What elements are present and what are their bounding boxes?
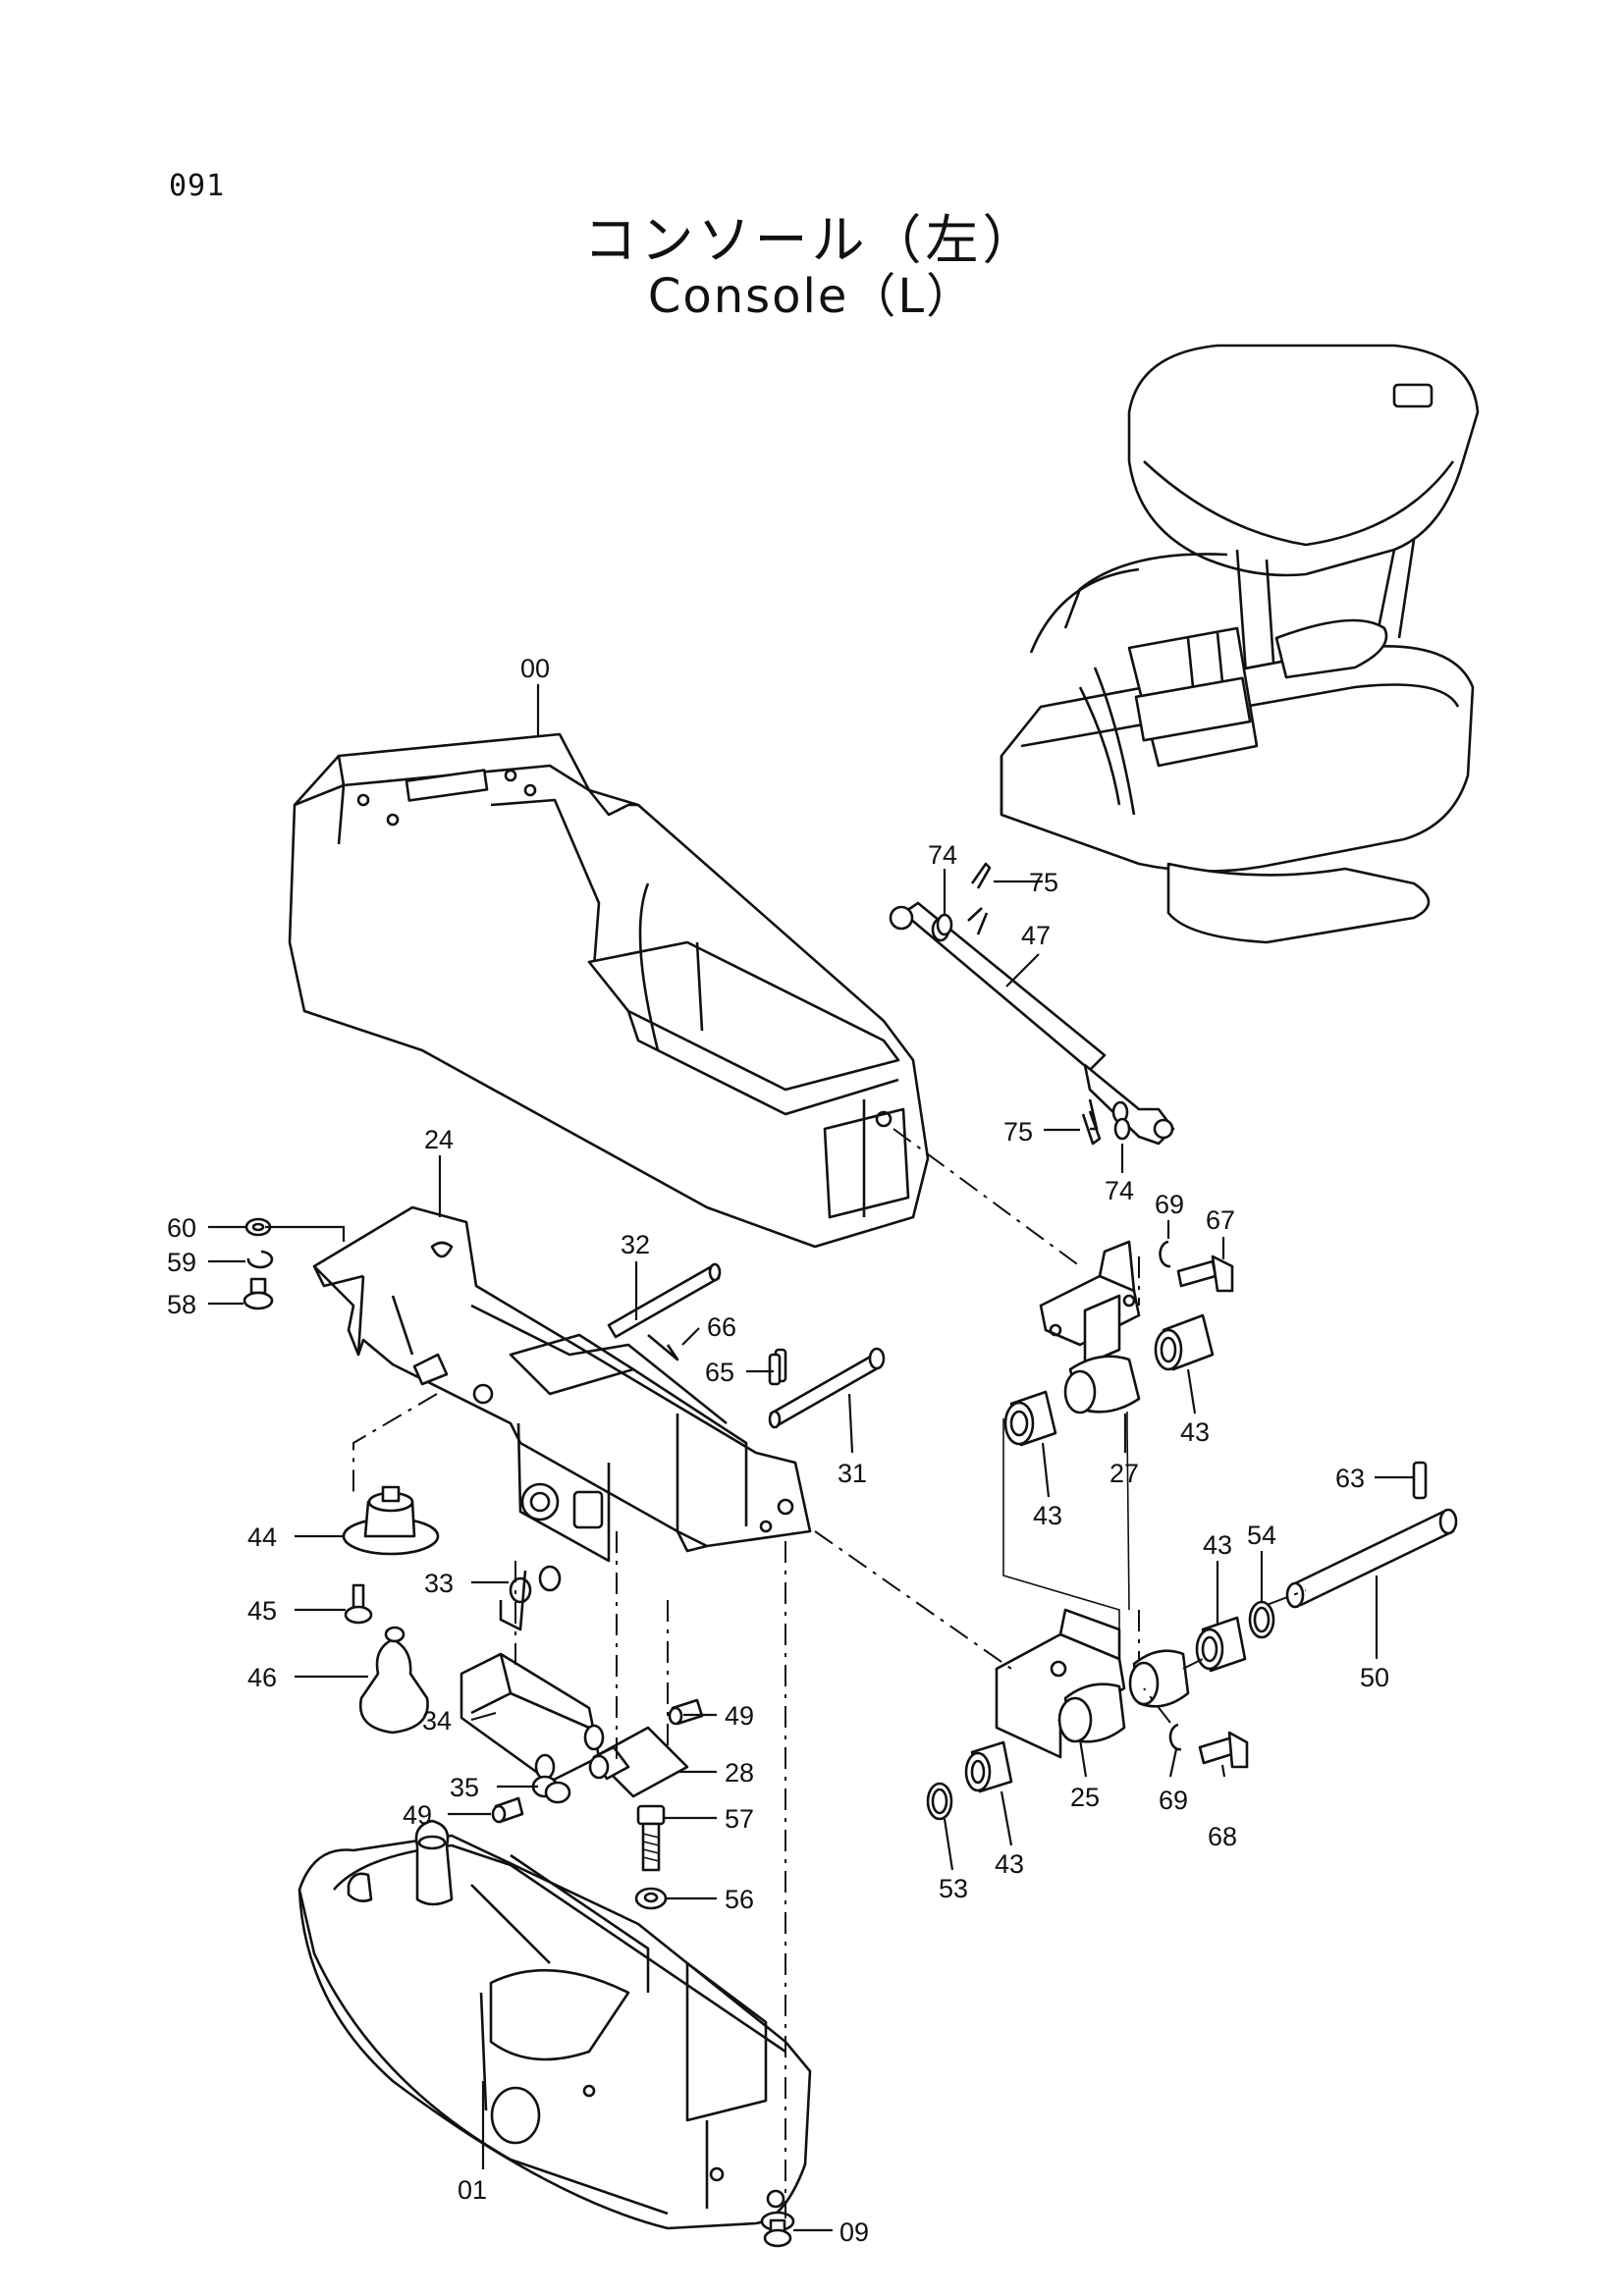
part-63-pin: [1412, 1461, 1428, 1500]
part-65-pin: [768, 1353, 782, 1386]
part-43-bushing-3: [1195, 1616, 1247, 1673]
callout-54: 54: [1247, 1521, 1276, 1550]
callout-69-a: 69: [1155, 1190, 1184, 1219]
diagram-title-japanese: コンソール（左）: [583, 209, 1040, 271]
callout-68: 68: [1208, 1822, 1237, 1851]
callout-74-b: 74: [1105, 1176, 1134, 1205]
part-33-spring: [499, 1565, 562, 1631]
part-69-ring-2: [1168, 1723, 1182, 1751]
part-59-lock-washer: [246, 1250, 274, 1269]
callout-33: 33: [424, 1569, 454, 1598]
part-24-frame: [312, 1205, 812, 1563]
callout-34: 34: [422, 1706, 452, 1735]
part-50-pin: [1285, 1508, 1458, 1609]
callout-60: 60: [167, 1213, 196, 1243]
callout-69-b: 69: [1159, 1786, 1188, 1815]
callout-leader-lines: [208, 684, 1414, 2232]
callout-24: 24: [424, 1125, 454, 1154]
part-34-bracket: [460, 1652, 605, 1784]
part-75-clip-lower: [1081, 1110, 1102, 1146]
callout-27: 27: [1109, 1459, 1139, 1488]
callout-43-b: 43: [1033, 1501, 1062, 1530]
callout-44: 44: [247, 1522, 277, 1552]
callout-09: 09: [839, 2217, 869, 2247]
diagram-title-english: Console（L）: [647, 269, 976, 324]
callout-56: 56: [725, 1885, 754, 1914]
callout-46: 46: [247, 1663, 277, 1692]
part-69-ring: [1159, 1240, 1171, 1268]
callout-45: 45: [247, 1596, 277, 1626]
callout-75-b: 75: [1003, 1117, 1033, 1147]
part-75-clip: [970, 862, 992, 889]
callout-01: 01: [458, 2175, 487, 2205]
callout-67: 67: [1206, 1205, 1235, 1235]
part-58-bolt: [243, 1277, 274, 1310]
callout-28: 28: [725, 1758, 754, 1788]
assembly-guide-lines: [352, 1128, 1307, 2218]
callout-74-a: 74: [928, 840, 957, 870]
callout-43-c: 43: [1203, 1530, 1232, 1560]
callout-labels: 00 01 09 24 25 27 28 31 32 33 34 35 43 4…: [167, 654, 1389, 2247]
part-56-nut: [634, 1887, 668, 1910]
part-45-bolt: [344, 1583, 373, 1625]
part-74-washer-lower: [1113, 1117, 1131, 1141]
part-01-lower-cover: [298, 1819, 812, 2230]
part-43-bushing: [1154, 1313, 1215, 1371]
part-68-bolt: [1198, 1731, 1249, 1769]
callout-49-a: 49: [725, 1701, 754, 1731]
part-43-bushing-2: [1003, 1390, 1057, 1447]
part-49-bushing-lower: [491, 1796, 524, 1824]
part-35-spring: [531, 1775, 571, 1804]
callout-35: 35: [450, 1773, 479, 1802]
callout-49-b: 49: [403, 1800, 432, 1830]
callout-58: 58: [167, 1290, 196, 1319]
part-00-console-body: [288, 732, 930, 1249]
part-74-washer: [936, 913, 953, 936]
machine-overview-drawing: [1000, 344, 1480, 944]
part-31-pin: [768, 1347, 886, 1429]
callout-53: 53: [939, 1874, 968, 1903]
page-number: 091: [169, 169, 226, 203]
callout-50: 50: [1360, 1663, 1389, 1692]
part-54-washer: [1248, 1600, 1275, 1639]
callout-75-a: 75: [1029, 868, 1058, 897]
callout-47: 47: [1021, 921, 1051, 950]
callout-31: 31: [838, 1459, 867, 1488]
part-57-bolt: [636, 1804, 666, 1872]
part-67-bolt: [1176, 1255, 1234, 1293]
part-53-washer: [926, 1782, 953, 1821]
part-46-rubber-mount: [358, 1626, 429, 1735]
part-49-bushing: [668, 1698, 704, 1726]
callout-43-d: 43: [995, 1849, 1024, 1879]
part-44-rubber-mount: [342, 1485, 440, 1556]
callout-63: 63: [1335, 1464, 1365, 1493]
callout-59: 59: [167, 1248, 196, 1277]
part-09-bolt: [760, 2211, 795, 2248]
callout-57: 57: [725, 1804, 754, 1834]
part-27-bracket: [1039, 1240, 1141, 1415]
part-43-bushing-4: [964, 1740, 1013, 1793]
callout-43-a: 43: [1180, 1417, 1210, 1447]
part-25-bracket: [995, 1608, 1190, 1759]
callout-65: 65: [705, 1358, 734, 1387]
callout-25: 25: [1070, 1783, 1100, 1812]
part-28-pin: [588, 1726, 689, 1798]
callout-00: 00: [520, 654, 550, 683]
callout-66: 66: [707, 1312, 736, 1342]
callout-32: 32: [621, 1230, 650, 1259]
